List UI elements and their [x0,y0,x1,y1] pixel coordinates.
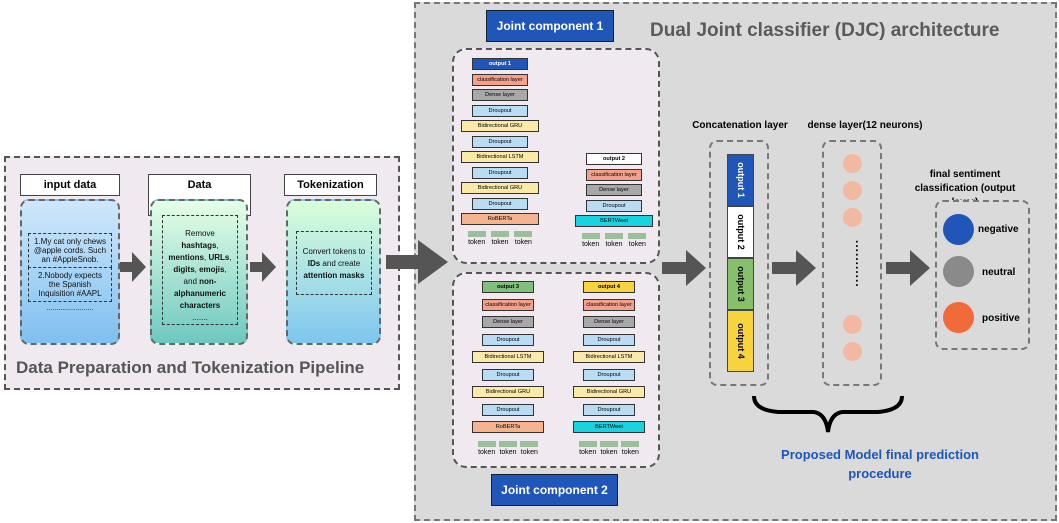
model-layer: BERTWeet [575,215,653,227]
concat-output-4: output 4 [727,310,754,372]
model-layer: Droupout [472,104,528,117]
concat-output-1: output 1 [727,154,754,206]
arrow-icon [886,250,930,286]
token-label: token [499,448,517,456]
output-layer: output 1 [472,58,528,70]
input-ellipsis: ........................ [46,305,94,312]
brace [752,395,904,433]
model-layer: classification layer [472,73,528,86]
output-layer: output 4 [583,281,635,293]
model-layer: Droupout [482,333,534,346]
arrow-icon [120,252,146,282]
concat-label: Concatenation layer [692,120,788,131]
token-label: token [491,238,509,246]
joint-component-2-label: Joint component 2 [491,474,618,506]
proposed-text: Proposed Model final prediction procedur… [781,447,979,481]
model-layer: Bidirectional GRU [461,182,539,194]
arrow-icon [662,250,706,286]
model-layer: classification layer [482,298,534,311]
neuron [843,315,862,334]
dense-label: dense layer(12 neurons) [807,120,923,131]
neuron-ellipsis: ........... [853,240,867,288]
model-layer: Bidirectional LSTM [461,151,539,163]
token-label: token [628,240,646,248]
token-label: token [514,238,532,246]
neuron [843,208,862,227]
step-header-input: input data [20,174,120,196]
token-bar [600,440,618,447]
model-layer: Dense layer [583,316,635,328]
negative-label: negative [978,224,1019,235]
positive-node [943,302,974,333]
negative-node [943,214,974,245]
joint-component-1-label: Joint component 1 [486,10,614,42]
token-bar [499,440,517,447]
tokenize-card: Convert tokens to IDs and create attenti… [286,199,381,345]
model-layer: Droupout [482,403,534,416]
concat-output-3: output 3 [727,258,754,310]
token-label: token [579,448,597,456]
output-layer: output 2 [586,153,642,165]
token-label: token [600,448,618,456]
model-layer: Bidirectional GRU [472,386,544,398]
token-label: token [605,240,623,248]
model-layer: RoBERTa [472,421,544,433]
token-bar [491,230,509,237]
token-bar [477,440,496,447]
token-bar [621,440,640,447]
output-layer: output 3 [482,281,534,293]
model-layer: Bidirectional GRU [573,386,645,398]
token-label: token [582,240,600,248]
model-layer: Droupout [472,197,528,210]
input-card: 1.My cat only chews @apple cords. Such a… [20,199,120,345]
model-layer: classification layer [583,298,635,311]
neuron [843,342,862,361]
model-layer: Bidirectional LSTM [573,351,645,363]
model-layer: Droupout [472,135,528,148]
token-bar [514,230,533,237]
preprocess-card: Remove hashtags, mentions, URLs, digits,… [150,199,248,345]
input-example-2: 2.Nobody expects the Spanish Inquisition… [28,267,112,302]
model-layer: Dense layer [482,316,534,328]
model-layer: Droupout [583,333,635,346]
step-header-tokenization: Tokenization [284,174,377,196]
token-label: token [468,238,486,246]
token-label: token [520,448,538,456]
pipeline-title: Data Preparation and Tokenization Pipeli… [16,358,365,377]
model-layer: Droupout [472,166,528,179]
model-layer: Droupout [482,368,534,381]
token-bar [581,232,600,239]
model-layer: RoBERTa [461,213,539,225]
model-layer: Dense layer [586,184,642,196]
token-bar [628,232,647,239]
arrow-icon [250,252,276,282]
neuron [843,154,862,173]
concat-output-2: output 2 [727,206,754,258]
model-layer: classification layer [586,168,642,181]
token-bar [520,440,539,447]
model-layer: Dense layer [472,89,528,101]
token-label: token [621,448,639,456]
token-bar [467,230,486,237]
neutral-label: neutral [982,267,1016,278]
model-layer: Bidirectional LSTM [472,351,544,363]
preprocess-note: Remove hashtags, mentions, URLs, digits,… [162,215,238,325]
arrow-icon [386,240,448,284]
djc-title: Dual Joint classifier (DJC) architecture [650,20,1000,41]
model-layer: Droupout [583,403,635,416]
model-layer: BERTWeet [573,421,645,433]
arrow-icon [772,250,816,286]
neuron [843,181,862,200]
neutral-node [943,256,974,287]
token-bar [605,232,623,239]
model-layer: Bidirectional GRU [461,120,539,132]
token-bar [578,440,597,447]
token-label: token [478,448,496,456]
tokenize-note: Convert tokens to IDs and create attenti… [296,231,372,295]
model-layer: Droupout [583,368,635,381]
positive-label: positive [982,313,1020,324]
model-layer: Droupout [586,199,642,212]
